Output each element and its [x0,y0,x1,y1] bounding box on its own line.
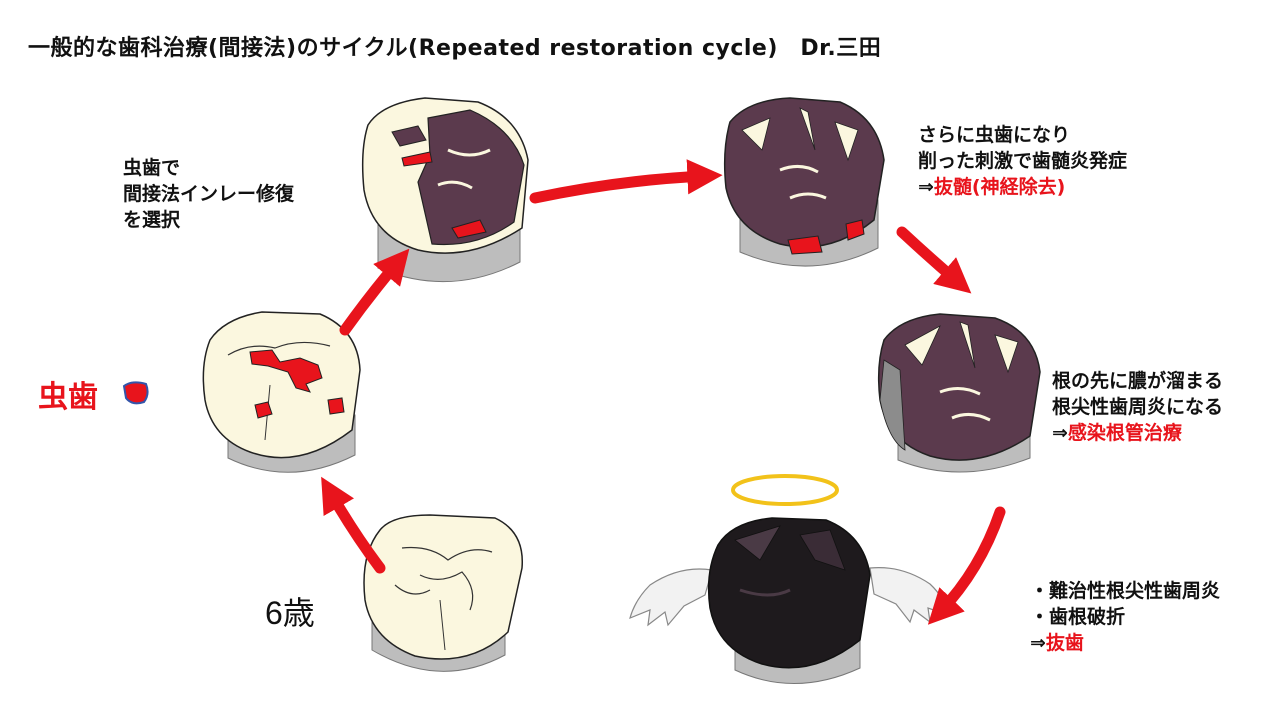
label-inlay-line: を選択 [123,209,181,231]
treatment-root-canal: 感染根管治療 [1067,422,1182,444]
implies-arrow: ⇒ [918,176,934,198]
label-age: 6歳 [265,595,315,631]
caries-marker-icon [122,381,149,405]
label-inlay-line: 間接法インレー修復 [123,183,295,205]
arrow-caries-to-inlay-icon [339,248,410,336]
treatment-extraction: 抜歯 [1045,632,1084,654]
tooth-pulpitis [723,97,885,267]
treatment-pulpectomy: 抜髄(神経除去) [933,176,1066,198]
label-root-line: 根尖性歯周炎になる [1052,396,1224,418]
label-pulpitis: さらに虫歯になり 削った刺激で歯髄炎発症 ⇒抜髄(神経除去) [918,122,1127,200]
label-caries: 虫歯 [38,380,98,415]
arrow-root-to-extraction-icon [927,506,1006,625]
label-pulpitis-line: さらに虫歯になり [918,124,1071,146]
halo-icon [731,474,839,506]
implies-arrow: ⇒ [1052,422,1068,444]
label-root: 根の先に膿が溜まる 根尖性歯周炎になる ⇒感染根管治療 [1052,368,1223,446]
label-extraction-line: ・難治性根尖性歯周炎 [1030,580,1221,602]
label-inlay: 虫歯で 間接法インレー修復 を選択 [123,155,294,233]
tooth-with-caries [202,311,361,473]
wing-left-icon [629,568,713,627]
arrow-healthy-to-caries-icon [321,476,386,574]
tooth-healthy-6yo [363,514,524,672]
arrow-pulpitis-to-root-icon [896,226,972,294]
label-extraction-line: ・歯根破折 [1030,606,1126,628]
implies-arrow: ⇒ [1030,632,1046,654]
page-title: 一般的な歯科治療(間接法)のサイクル(Repeated restoration … [28,36,882,61]
label-root-line: 根の先に膿が溜まる [1052,370,1224,392]
arrow-inlay-to-pulpitis-icon [529,159,723,204]
tooth-apical-periodontitis [877,313,1041,473]
label-pulpitis-line: 削った刺激で歯髄炎発症 [918,150,1128,172]
label-inlay-line: 虫歯で [123,157,181,179]
tooth-with-inlay [361,97,529,283]
tooth-extracted-angel [629,474,949,684]
label-extraction: ・難治性根尖性歯周炎 ・歯根破折 ⇒抜歯 [1030,578,1220,656]
